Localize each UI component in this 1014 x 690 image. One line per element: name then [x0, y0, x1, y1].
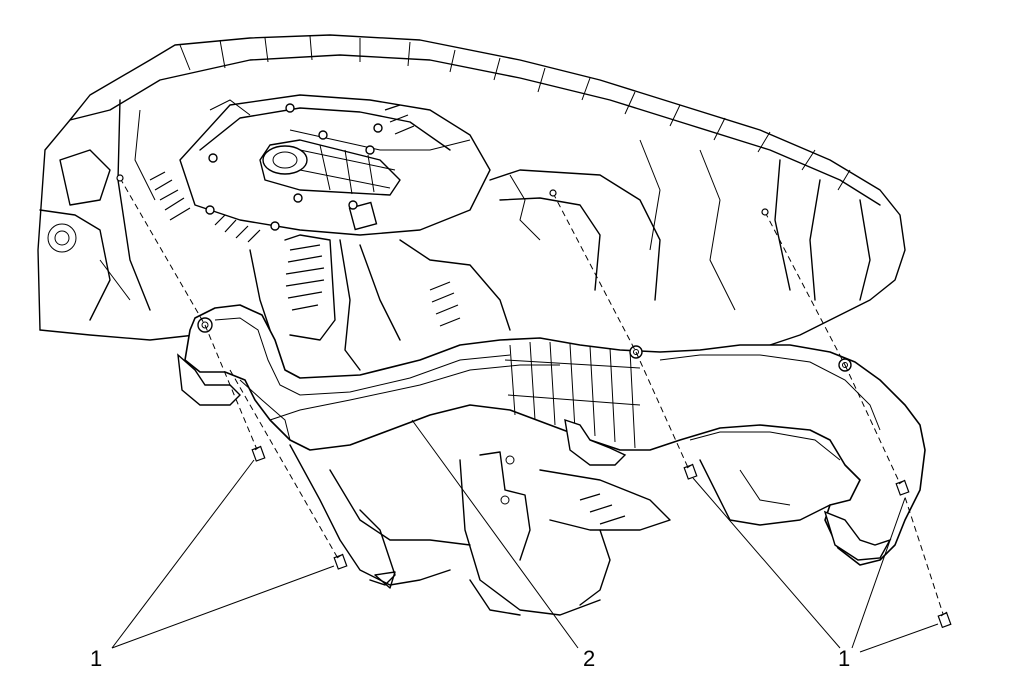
leader-lines	[111, 419, 939, 653]
fastener-1b	[333, 553, 348, 570]
callout-1-right: 1	[838, 646, 850, 671]
lower-bracket	[289, 444, 831, 616]
fastener-1c	[683, 463, 698, 480]
fastener-1a	[251, 445, 266, 462]
fastener-1d	[895, 479, 910, 496]
fastener-paths	[116, 174, 946, 621]
callout-2: 2	[583, 646, 595, 671]
callout-1-left: 1	[90, 646, 102, 671]
duct	[177, 304, 926, 566]
instrument-panel-carrier	[37, 34, 906, 346]
center-module	[149, 94, 661, 371]
fasteners	[251, 445, 952, 629]
fastener-1e	[937, 611, 952, 629]
